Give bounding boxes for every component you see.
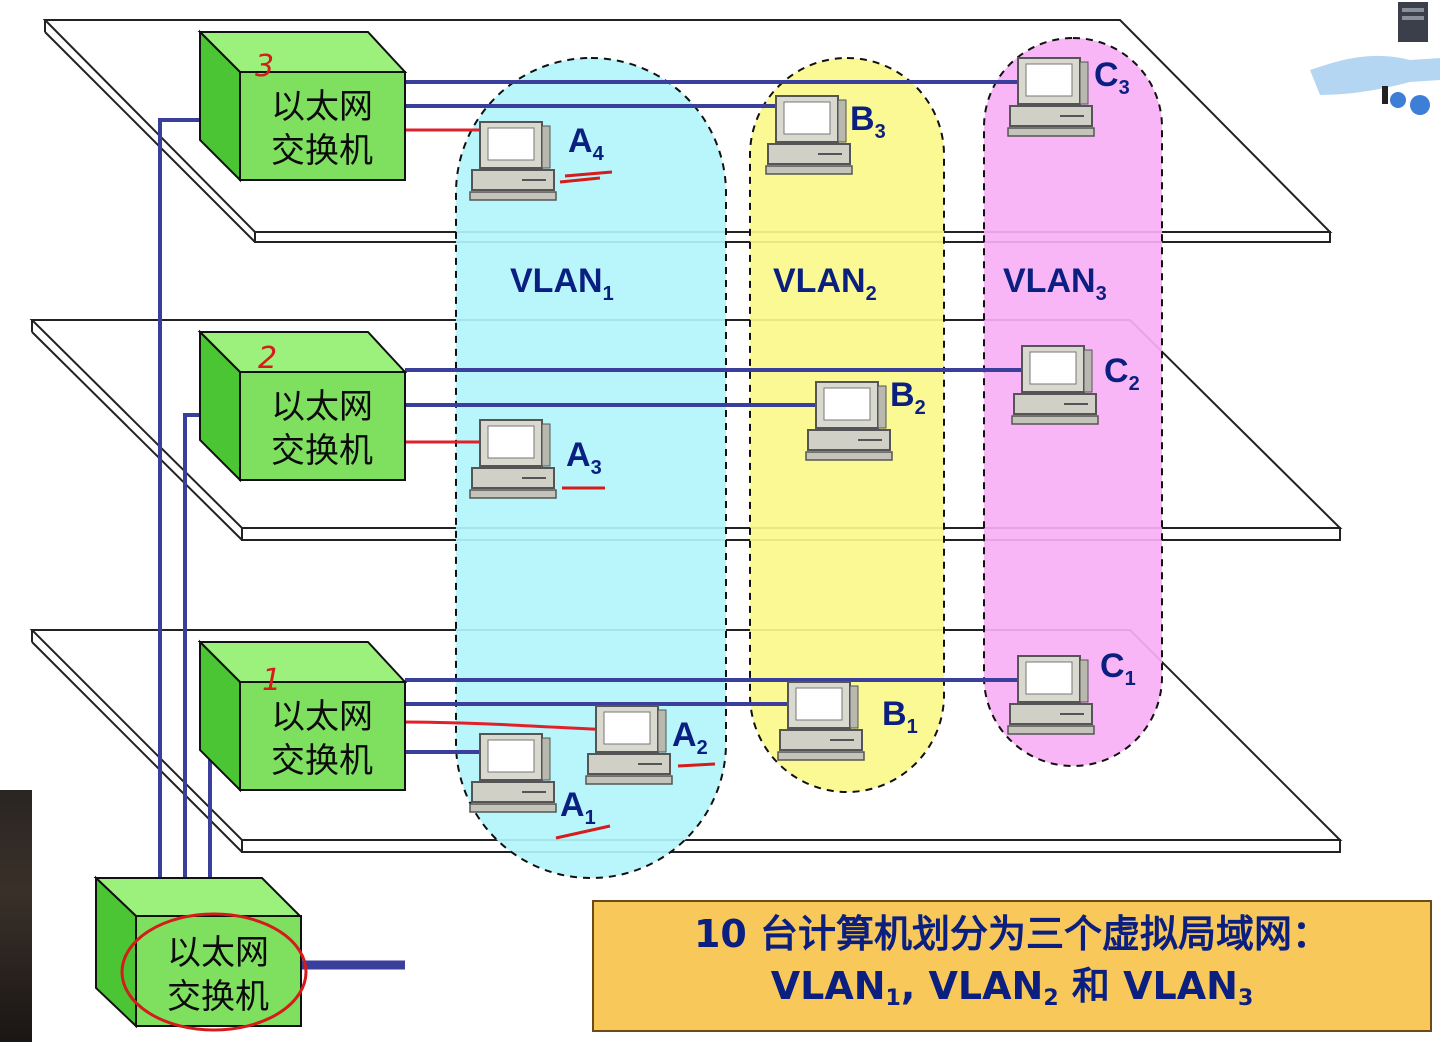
- vlan3-label: VLAN3: [1003, 262, 1107, 305]
- vlan2-label: VLAN2: [773, 262, 877, 305]
- host-label-a2: A2: [672, 716, 708, 759]
- floor-2-annotation: 2: [258, 341, 277, 376]
- webcam-overlay: [0, 790, 32, 1042]
- host-label-b3: B3: [850, 100, 886, 143]
- switch-1-label-line2: 交换机: [271, 741, 373, 781]
- host-label-a1: A1: [560, 786, 596, 829]
- computer-icon-a3: [469, 419, 557, 499]
- host-label-c2: C2: [1104, 352, 1140, 395]
- switch-2-label-line1: 以太网: [271, 387, 373, 427]
- caption-box: 10 台计算机划分为三个虚拟局域网： VLAN1, VLAN2 和 VLAN3: [592, 900, 1432, 1032]
- caption-line1: 10 台计算机划分为三个虚拟局域网：: [693, 911, 1331, 956]
- watermark-logo: [1310, 2, 1440, 115]
- core-switch: 以太网 交换机: [93, 875, 308, 1032]
- host-label-a3: A3: [566, 436, 602, 479]
- computer-icon-c1: [1007, 655, 1095, 735]
- computer-icon-b3: [765, 95, 853, 175]
- a-host-annotations: [555, 170, 716, 840]
- switch-2-label-line2: 交换机: [271, 431, 373, 471]
- switch-floor-3: 以太网 交换机 3: [197, 29, 408, 183]
- host-label-c1: C1: [1100, 647, 1136, 690]
- host-label-c3: C3: [1094, 56, 1130, 99]
- vlan1-links: [399, 128, 613, 732]
- computer-icon-b2: [805, 381, 893, 461]
- host-label-b2: B2: [890, 376, 926, 419]
- vlan1-label: VLAN1: [510, 262, 614, 305]
- host-label-b1: B1: [882, 695, 918, 738]
- computer-icon-a1: [469, 733, 557, 813]
- switch-3-label-line2: 交换机: [271, 131, 373, 171]
- switch-3-label-line1: 以太网: [271, 87, 373, 127]
- core-switch-label-line1: 以太网: [167, 933, 269, 973]
- switch-floor-1: 以太网 交换机 1: [197, 639, 408, 793]
- floor-3-annotation: 3: [255, 49, 274, 84]
- vlan1-region: [455, 57, 727, 879]
- computer-icon-b1: [777, 681, 865, 761]
- computer-icon-a4: [469, 121, 557, 201]
- switch-floor-2: 以太网 交换机 2: [197, 329, 408, 483]
- caption-line2: VLAN1, VLAN2 和 VLAN3: [770, 963, 1254, 1011]
- floor-1-annotation: 1: [262, 663, 281, 698]
- host-label-a4: A4: [568, 122, 605, 165]
- computer-icon-c2: [1011, 345, 1099, 425]
- core-switch-circle-annotation: [120, 912, 308, 1032]
- core-switch-label-line2: 交换机: [167, 977, 269, 1017]
- computer-icon-a2: [585, 705, 673, 785]
- computer-icon-c3: [1007, 57, 1095, 137]
- computers: [469, 57, 1099, 813]
- switch-1-label-line1: 以太网: [271, 697, 373, 737]
